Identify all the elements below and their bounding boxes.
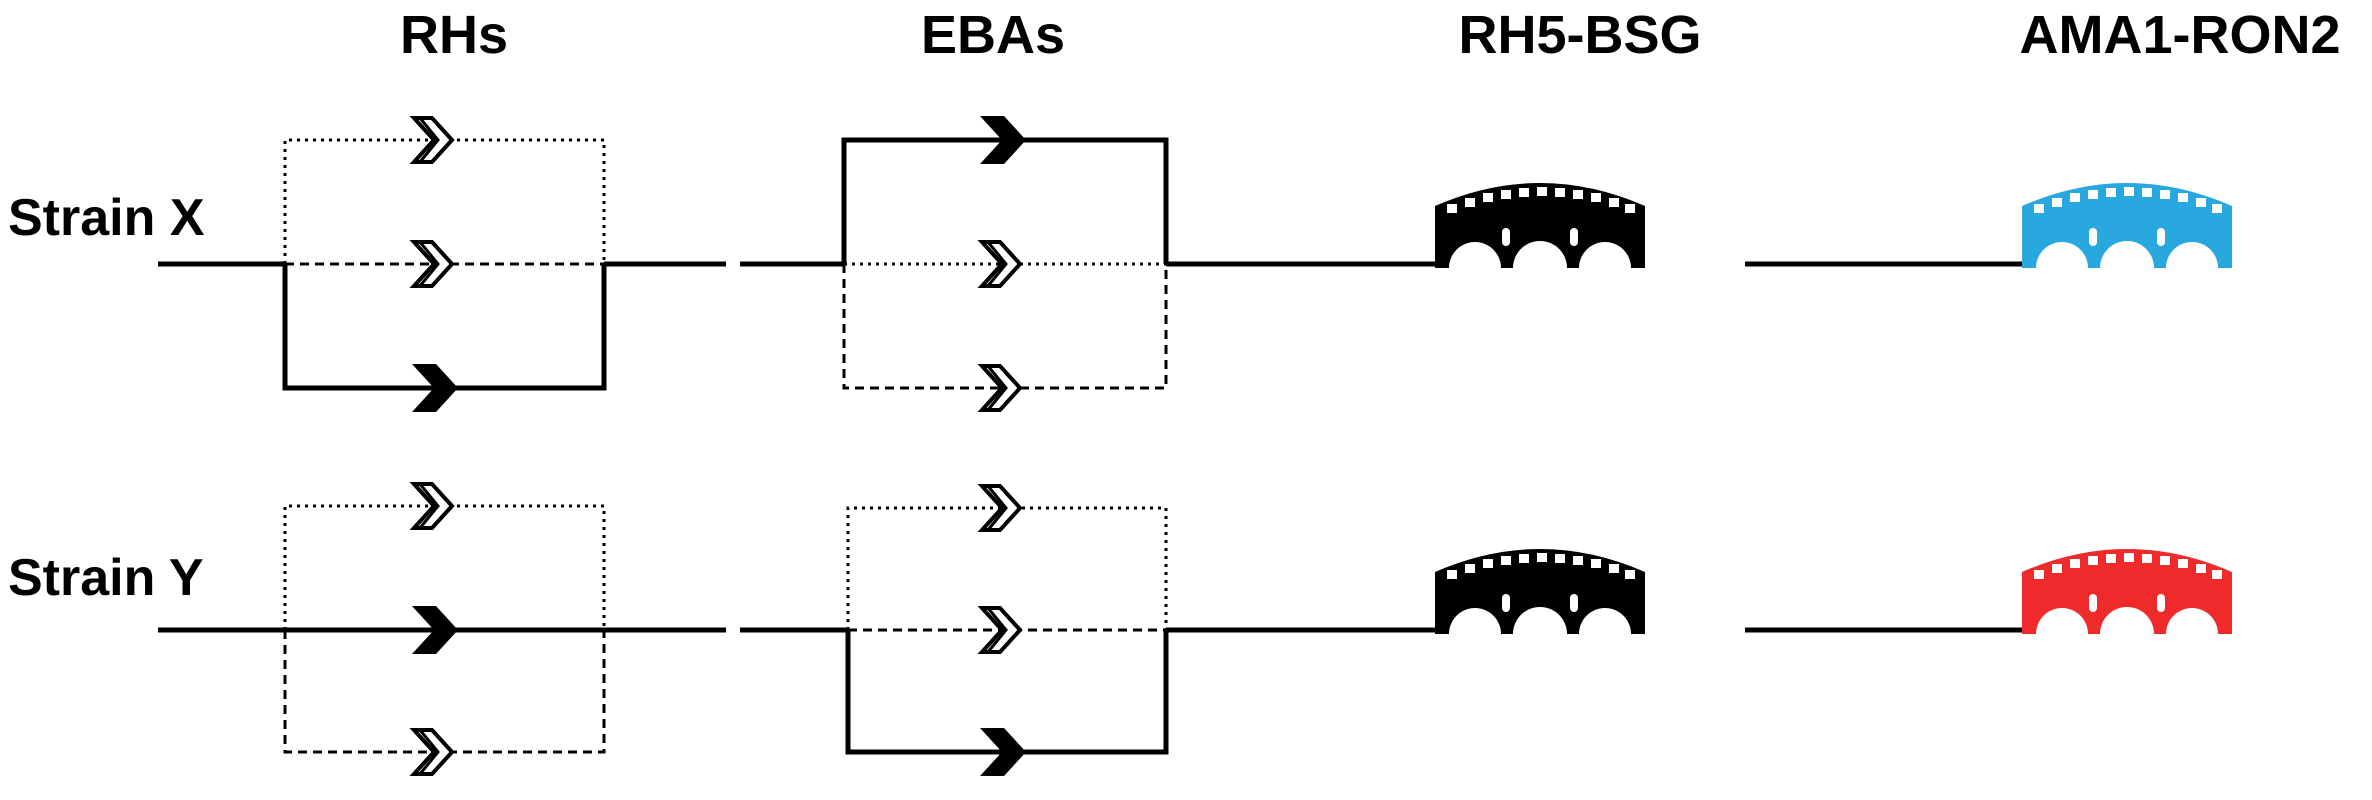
column-heading-ama1-ron2: AMA1-RON2 xyxy=(2019,5,2341,65)
strain-x-rh5-bsg-bridge xyxy=(1435,183,1645,268)
strain-y-ama1-ron2-bridge xyxy=(2022,549,2232,634)
strain-x-pathway xyxy=(158,116,2232,412)
strain-x-ebas-alternative-arrow xyxy=(980,364,1022,412)
strain-x-rhs-module xyxy=(282,116,607,412)
column-heading-rh5-bsg: RH5-BSG xyxy=(1458,5,1702,65)
strain-y-ebas-minor-arrow xyxy=(980,484,1022,532)
strain-x-ebas-minor-arrow xyxy=(980,240,1022,288)
strain-x-ama1-ron2-bridge xyxy=(2022,183,2232,268)
row-heading-strain-y: Strain Y xyxy=(8,549,204,607)
strain-y-rhs-module xyxy=(283,482,606,776)
strain-x-ebas-module xyxy=(841,116,1169,412)
strain-y-rh5-bsg-bridge xyxy=(1435,549,1645,634)
strain-y-ebas-module xyxy=(845,484,1169,776)
strain-y-pathway xyxy=(158,482,2232,776)
strain-x-rhs-alternative-arrow xyxy=(412,240,454,288)
column-heading-rhs: RHs xyxy=(399,5,509,65)
column-heading-ebas: EBAs xyxy=(920,5,1066,65)
row-heading-strain-x: Strain X xyxy=(8,189,205,247)
